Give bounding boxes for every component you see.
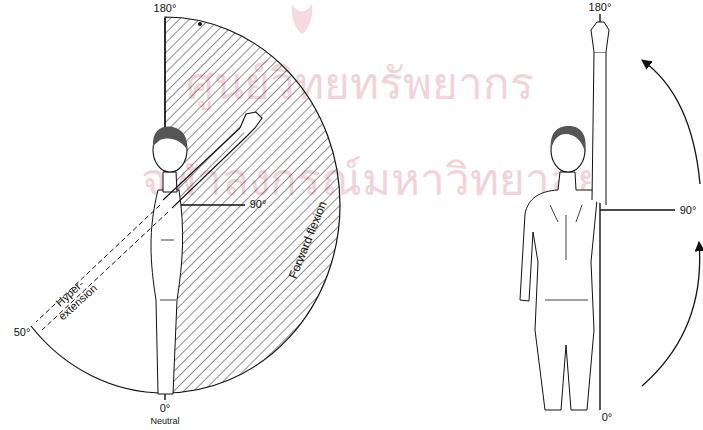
hand: [240, 112, 262, 136]
arc-dot: [198, 22, 202, 26]
horizontal-axis: [600, 209, 675, 211]
torso-outline: [520, 172, 597, 410]
angle-label: 90°: [680, 205, 697, 217]
raised-arm: [163, 128, 247, 208]
hand: [591, 22, 609, 52]
back-detail: [545, 205, 588, 300]
body-detail: [160, 240, 176, 300]
motion-arrow: [642, 60, 700, 184]
angle-label: 0°: [160, 403, 171, 415]
angle-label: Hyper- extension: [45, 270, 104, 326]
hair: [551, 126, 586, 152]
extended-arm-dashed: [36, 205, 168, 330]
watermark-emblem: [292, 4, 313, 34]
angle-label: 50°: [14, 327, 31, 339]
hair: [153, 127, 187, 148]
torso-outline: [151, 190, 183, 394]
angle-label: 180°: [589, 2, 612, 14]
motion-arrow: [642, 242, 700, 386]
angle-label: 0°: [602, 412, 613, 424]
side-figure: [36, 112, 262, 394]
raised-arm: [592, 52, 606, 205]
angle-label: Neutral: [150, 417, 179, 426]
hyperextension-arc: [31, 326, 165, 393]
angle-label: 90°: [250, 199, 267, 211]
angle-label: 180°: [154, 3, 177, 15]
